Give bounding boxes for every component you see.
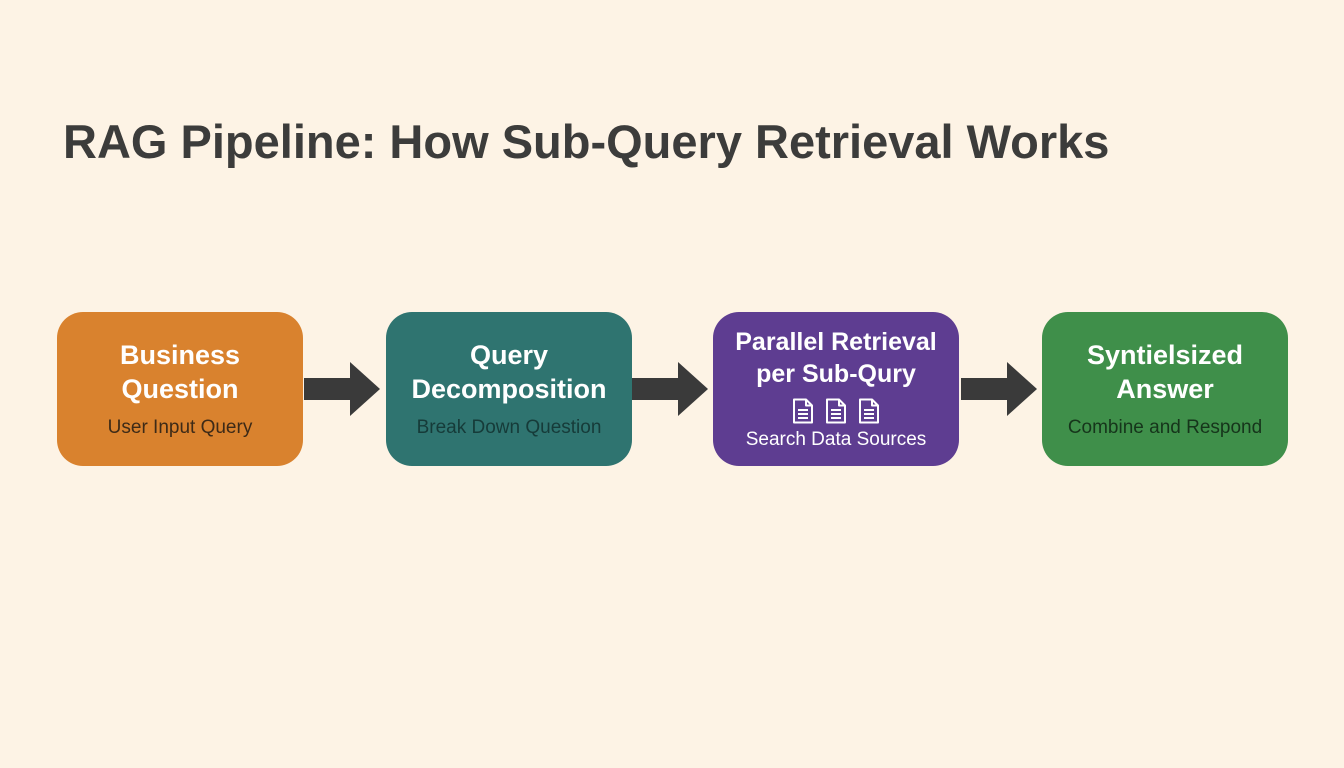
- flow-arrow-2: [632, 362, 708, 416]
- step-title-line2: per Sub-Qury: [756, 360, 916, 388]
- step-synthesized-answer: Syntielsized Answer Combine and Respond: [1042, 312, 1288, 466]
- document-icons: [791, 398, 881, 424]
- step-subtitle: Search Data Sources: [745, 429, 927, 450]
- step-title-line1: Parallel Retrieval: [735, 328, 937, 356]
- step-title-line1: Syntielsized: [1086, 340, 1244, 370]
- document-icon: [826, 398, 846, 424]
- flow-arrow-3: [961, 362, 1037, 416]
- step-title-line2: Question: [121, 374, 239, 404]
- document-icon: [859, 398, 879, 424]
- document-icon: [793, 398, 813, 424]
- diagram-title: RAG Pipeline: How Sub-Query Retrieval Wo…: [63, 115, 1110, 168]
- flow-arrow-1: [304, 362, 380, 416]
- step-subtitle: Break Down Question: [416, 417, 602, 438]
- step-subtitle: Combine and Respond: [1067, 417, 1263, 438]
- step-parallel-retrieval: Parallel Retrieval per Sub-Qury Search D…: [713, 312, 959, 466]
- step-title-line1: Query: [469, 340, 549, 370]
- step-title-line2: Decomposition: [411, 374, 607, 404]
- step-subtitle: User Input Query: [107, 417, 253, 438]
- step-query-decomposition: Query Decomposition Break Down Question: [386, 312, 632, 466]
- step-title-line2: Answer: [1116, 374, 1214, 404]
- step-title-line1: Business: [119, 340, 241, 370]
- step-business-question: Business Question User Input Query: [57, 312, 303, 466]
